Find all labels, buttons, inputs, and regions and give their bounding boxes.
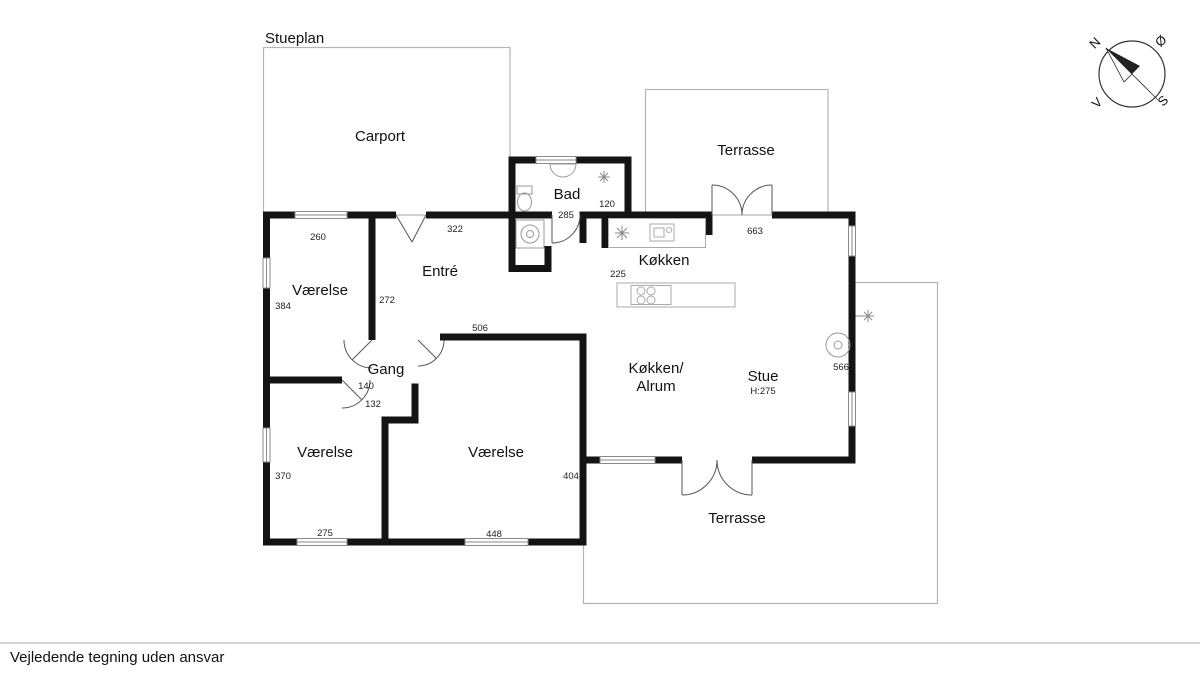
- fixtures: [515, 163, 874, 358]
- room-label-terrasse-top: Terrasse: [717, 142, 775, 159]
- bedroom-bc-door-icon: [417, 339, 445, 367]
- fridge-icon: [615, 226, 629, 240]
- room-label-koekken: Køkken: [639, 252, 690, 269]
- dim-506: 506: [472, 323, 488, 334]
- bathroom-door-icon: [551, 214, 581, 244]
- page-title: Stueplan: [265, 30, 324, 47]
- room-label-carport: Carport: [355, 128, 406, 145]
- dim-322: 322: [447, 224, 463, 235]
- room-label-vaerelse-top-left: Værelse: [292, 282, 348, 299]
- room-label-gang: Gang: [368, 361, 405, 378]
- sink-icon: [549, 163, 577, 178]
- compass-south-label: S: [1154, 92, 1171, 109]
- dim-370: 370: [275, 471, 291, 482]
- label-stue-height: H:275: [750, 386, 775, 397]
- dim-260: 260: [310, 232, 326, 243]
- dim-663: 663: [747, 226, 763, 237]
- compass-east-label: Ø: [1152, 32, 1170, 50]
- dim-225: 225: [610, 269, 626, 280]
- doors: [341, 184, 773, 496]
- room-label-vaerelse-bottom-left: Værelse: [297, 444, 353, 461]
- room-label-koekken-alrum-1: Køkken/: [628, 360, 684, 377]
- windows: [262, 156, 856, 546]
- compass-needle-dark: [1106, 48, 1140, 74]
- room-label-terrasse-bottom: Terrasse: [708, 510, 766, 527]
- kitchen-counter-icon: [608, 218, 706, 248]
- dim-272: 272: [379, 295, 395, 306]
- room-label-bad: Bad: [554, 186, 581, 203]
- bedroom-bl-door-icon: [341, 379, 371, 409]
- dim-120: 120: [599, 199, 615, 210]
- room-label-koekken-alrum-2: Alrum: [636, 378, 675, 395]
- compass-rose: N Ø S V: [1086, 32, 1171, 111]
- kitchen-island-icon: [616, 282, 736, 308]
- dim-275: 275: [317, 528, 333, 539]
- wood-stove-icon: [825, 332, 851, 358]
- terrace-top-outline: [644, 88, 829, 216]
- dim-384: 384: [275, 301, 291, 312]
- lamp-icon: [598, 171, 610, 183]
- terrace-bottom-outline: [582, 281, 939, 605]
- footer-disclaimer: Vejledende tegning uden ansvar: [10, 649, 224, 666]
- toilet-icon: [516, 185, 533, 212]
- terrace-bottom-door-icon: [681, 459, 753, 496]
- room-label-stue: Stue: [748, 368, 779, 385]
- room-label-entre: Entré: [422, 263, 458, 280]
- compass-needle-light: [1105, 47, 1133, 83]
- labels: Stueplan Carport Terrasse Bad Entré Køkk…: [265, 30, 849, 540]
- footer: Vejledende tegning uden ansvar: [0, 642, 1200, 666]
- dim-132: 132: [365, 399, 381, 410]
- dim-566: 566: [833, 362, 849, 373]
- bedroom-tl-door-icon: [343, 339, 373, 369]
- dim-285: 285: [558, 210, 574, 221]
- hob-icon: [630, 285, 672, 305]
- compass-west-label: V: [1088, 94, 1105, 111]
- room-label-vaerelse-bottom-center: Værelse: [468, 444, 524, 461]
- terrace-top-door-icon: [711, 184, 773, 216]
- dim-448: 448: [486, 529, 502, 540]
- dim-140: 140: [358, 381, 374, 392]
- entrance-door-icon: [395, 214, 427, 243]
- kitchen-sink-icon: [649, 223, 675, 242]
- dim-404: 404: [563, 471, 579, 482]
- outdoor-tap-icon: [855, 310, 874, 322]
- washing-machine-icon: [515, 219, 545, 249]
- compass-north-label: N: [1086, 34, 1103, 51]
- walls: [263, 156, 856, 546]
